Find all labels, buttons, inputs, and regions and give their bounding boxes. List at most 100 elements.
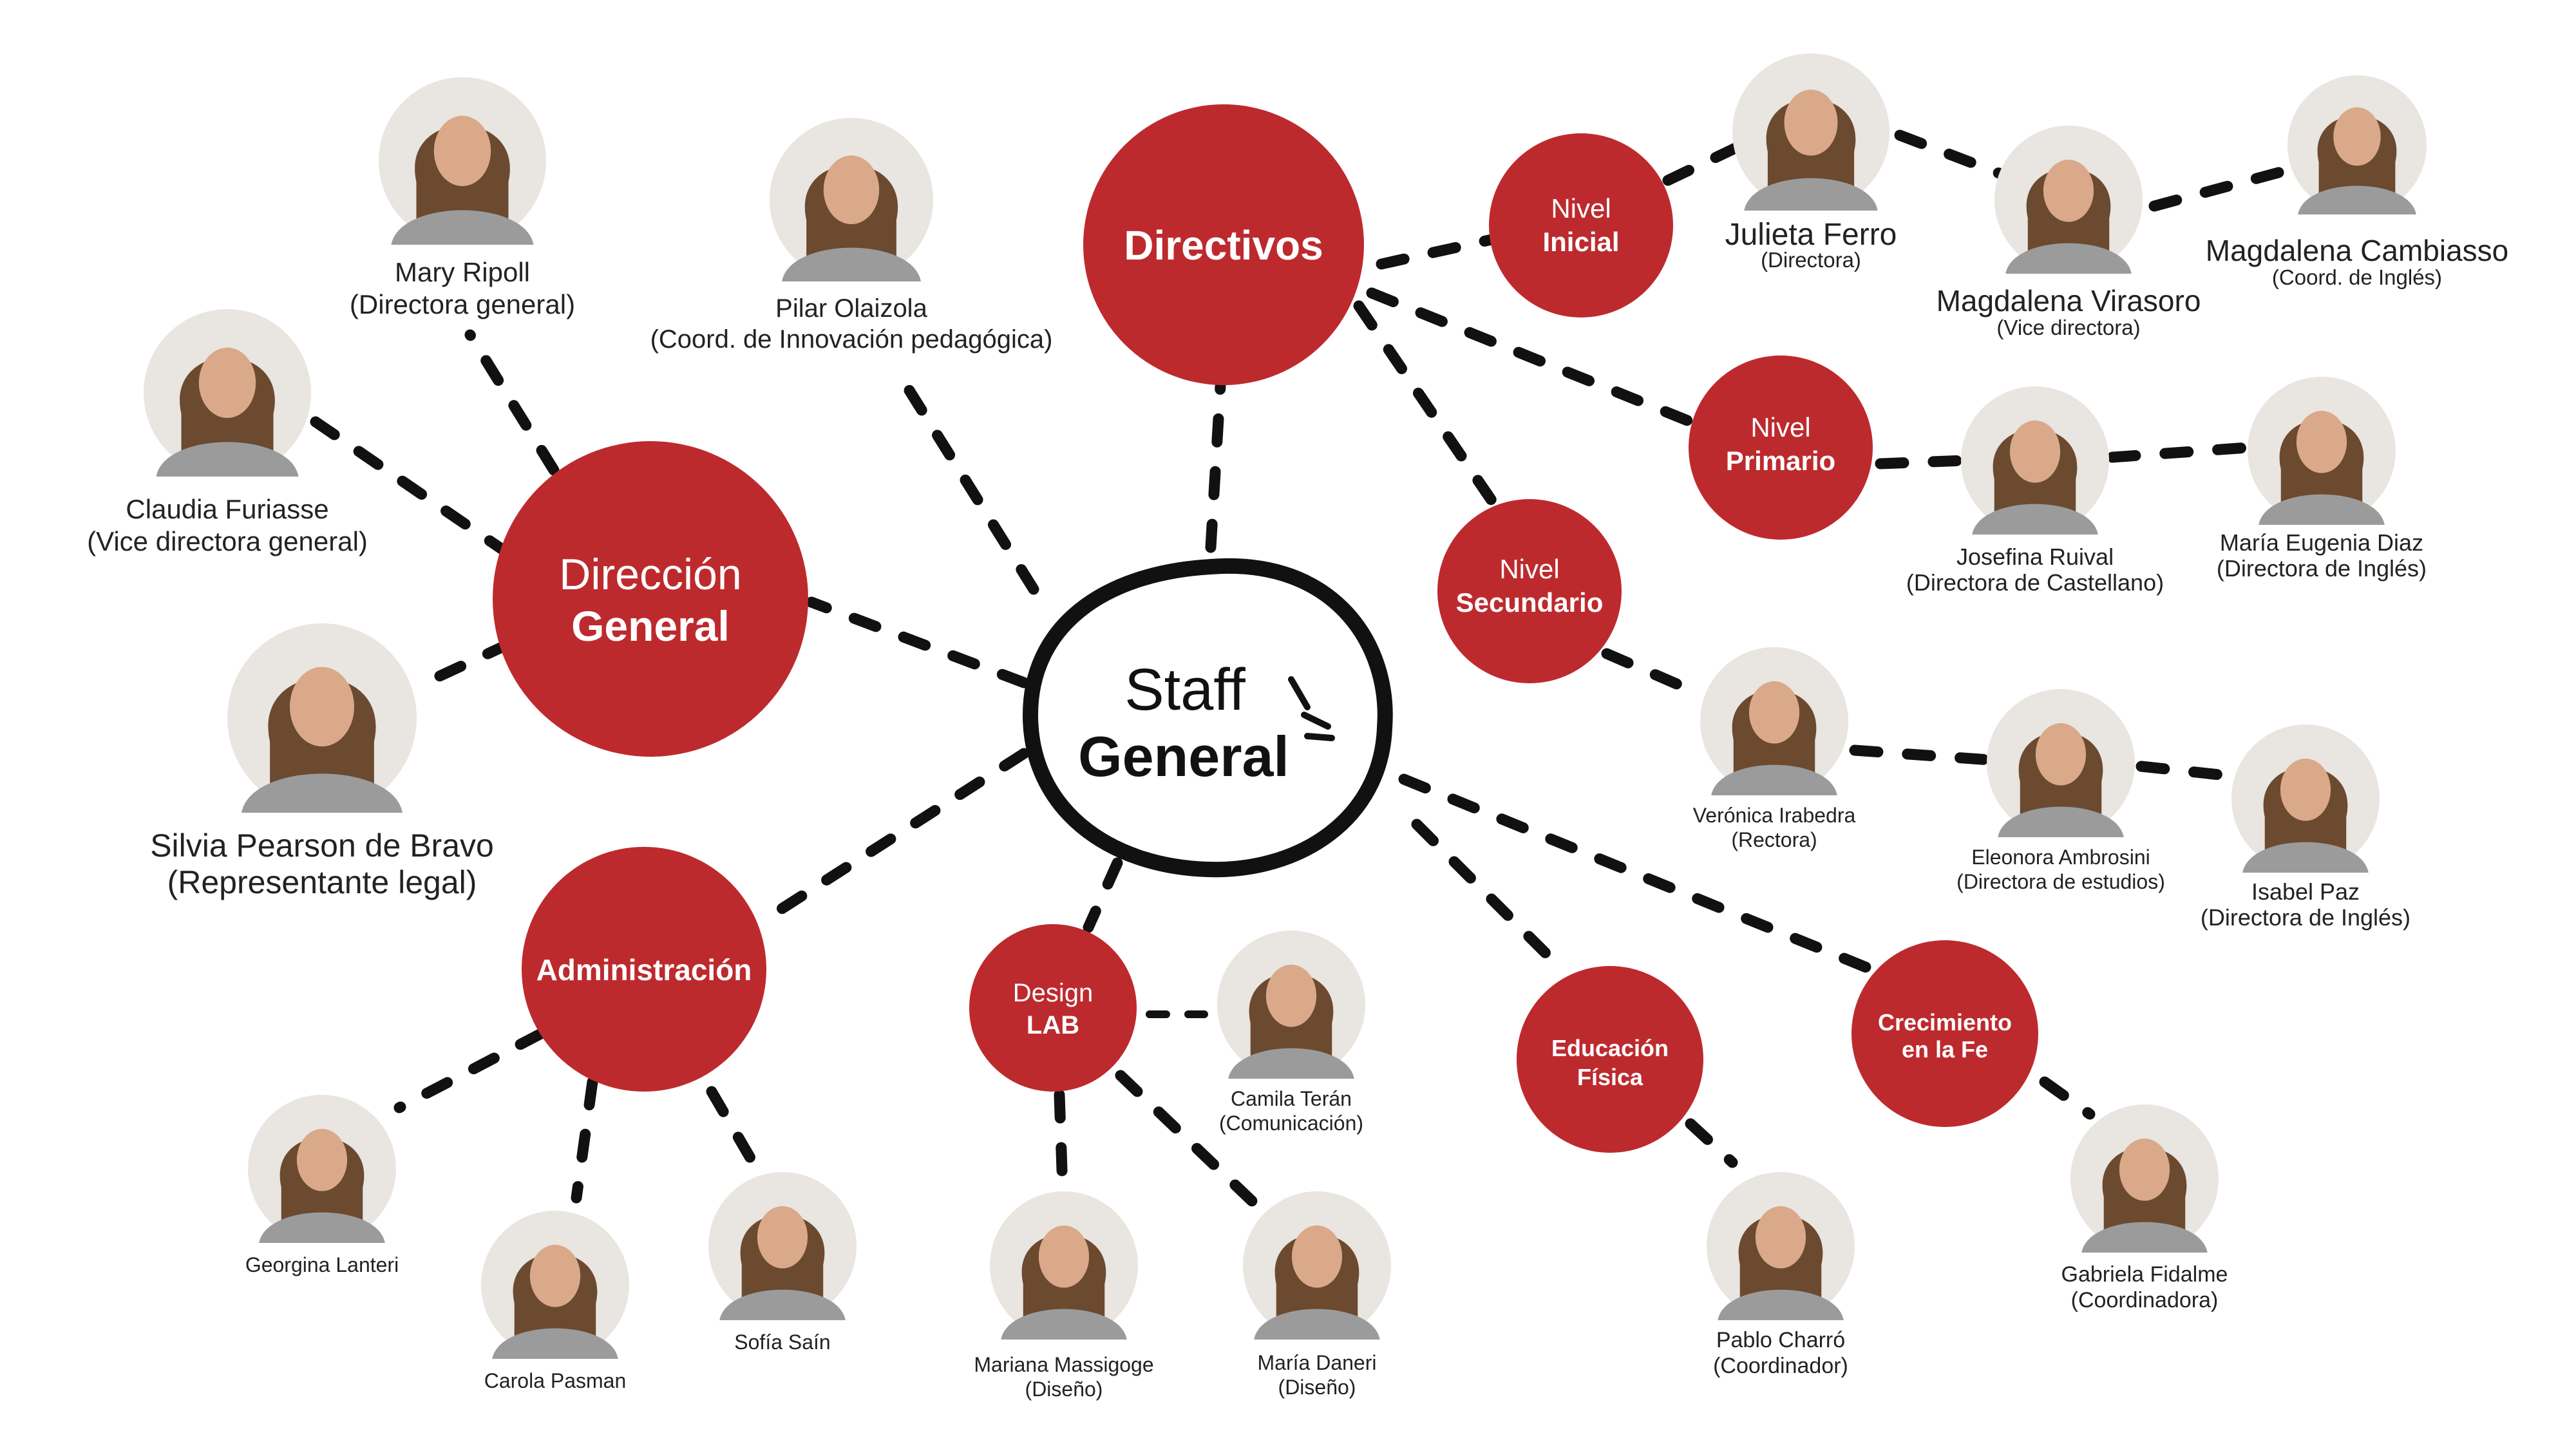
connector [1115, 1070, 1271, 1220]
connector [1685, 1118, 1738, 1168]
person-photo-icon [2248, 377, 2396, 525]
person-name: Pilar Olaizola [775, 294, 927, 323]
group-label-line2: General [571, 602, 730, 650]
person-name: Julieta Ferro [1725, 218, 1897, 252]
person-maria-eugenia-diaz: María Eugenia Diaz (Directora de Inglés) [2217, 377, 2427, 582]
person-role: (Vice directora general) [87, 526, 368, 556]
person-silvia-pearson: Silvia Pearson de Bravo (Representante l… [150, 623, 494, 900]
connector [1376, 232, 1503, 270]
person-photo-icon [1217, 931, 1365, 1079]
connector [1398, 773, 1877, 975]
connector [2107, 442, 2253, 463]
person-magdalena-virasoro: Magdalena Virasoro (Vice directora) [1937, 126, 2201, 339]
group-educacion-fisica: Educación Física [1517, 966, 1703, 1153]
connector [706, 1086, 762, 1175]
connector [413, 638, 515, 692]
connector [899, 377, 1039, 595]
person-photo-icon [144, 309, 311, 477]
person-role: (Directora) [1761, 248, 1861, 272]
person-name: Josefina Ruival [1956, 544, 2114, 570]
connector [1205, 381, 1226, 553]
connector-lines [310, 129, 2298, 1220]
connector [806, 596, 1030, 688]
person-role: (Rectora) [1731, 828, 1817, 851]
person-josefina-ruival: Josefina Ruival (Directora de Castellano… [1906, 386, 2164, 596]
group-administracion: Administración [522, 847, 766, 1092]
connector [1849, 744, 1996, 766]
person-role: (Directora de Inglés) [2201, 904, 2410, 931]
person-role: (Directora de estudios) [1956, 870, 2165, 893]
person-name: María Daneri [1258, 1351, 1377, 1374]
hub-title-line1: Staff [1124, 657, 1245, 723]
group-nivel-secundario: Nivel Secundario [1437, 499, 1622, 683]
group-label-line2: LAB [1027, 1011, 1079, 1039]
person-photo-icon [1961, 386, 2109, 535]
group-label-line1: Directivos [1124, 222, 1323, 269]
person-mariana-massigoge: Mariana Massigoge (Diseño) [974, 1191, 1154, 1401]
person-role: (Directora general) [350, 289, 575, 319]
group-label-line2: Secundario [1456, 587, 1604, 618]
person-name: Claudia Furiasse [126, 494, 328, 524]
person-role: (Diseño) [1278, 1376, 1356, 1399]
group-label-line1: Dirección [559, 550, 741, 599]
person-role: (Comunicación) [1219, 1112, 1363, 1135]
group-label-line1: Design [1013, 979, 1094, 1007]
person-role: (Coord. de Inglés) [2272, 265, 2442, 289]
person-photo-icon [1700, 647, 1848, 795]
person-julieta-ferro: Julieta Ferro (Directora) [1725, 53, 1897, 272]
connector [2148, 163, 2298, 212]
person-name: Gabriela Fidalme [2061, 1262, 2228, 1287]
person-role: (Coord. de Innovación pedagógica) [650, 325, 1053, 354]
connector [393, 1028, 547, 1113]
person-claudia-furiasse: Claudia Furiasse (Vice directora general… [87, 309, 368, 556]
person-photo-icon [708, 1172, 857, 1320]
connector [2039, 1076, 2096, 1120]
group-label-line2: Primario [1726, 446, 1835, 476]
person-photo-icon [990, 1191, 1138, 1340]
group-label-line2: Inicial [1542, 227, 1619, 257]
person-name: Carola Pasman [484, 1369, 627, 1392]
person-pablo-charro: Pablo Charró (Coordinador) [1707, 1172, 1855, 1378]
person-gabriela-fidalme: Gabriela Fidalme (Coordinadora) [2061, 1104, 2228, 1312]
connector [767, 748, 1030, 920]
connector [1366, 287, 1712, 434]
connector [571, 1076, 598, 1204]
connector [1054, 1089, 1068, 1194]
hub-title-line2: General [1078, 724, 1289, 788]
group-directivos: Directivos [1083, 104, 1364, 385]
person-name: Sofía Saín [734, 1331, 830, 1354]
group-label-line2: Física [1577, 1064, 1643, 1090]
person-photo-icon [1987, 689, 2135, 837]
person-isabel-paz: Isabel Paz (Directora de Inglés) [2201, 724, 2410, 931]
sparkle-strokes-icon [1288, 676, 1335, 741]
person-carola-pasman: Carola Pasman [481, 1211, 629, 1392]
person-name: Georgina Lanteri [245, 1253, 399, 1276]
connector [1875, 455, 1970, 469]
person-name: Magdalena Cambiasso [2206, 234, 2509, 267]
person-photo-icon [481, 1211, 629, 1359]
connector [2136, 761, 2237, 782]
group-label-line1: Administración [536, 953, 752, 987]
connector [1411, 819, 1564, 972]
person-photo-icon [2070, 1104, 2219, 1253]
group-label-line1: Educación [1551, 1035, 1669, 1061]
connector [1662, 139, 1748, 186]
person-name: Mariana Massigoge [974, 1353, 1153, 1376]
connector [1083, 857, 1123, 933]
group-nivel-primario: Nivel Primario [1689, 355, 1873, 540]
person-name: Camila Terán [1231, 1087, 1352, 1110]
person-name: Eleonora Ambrosini [1971, 846, 2150, 869]
person-camila-teran: Camila Terán (Comunicación) [1217, 931, 1365, 1135]
person-role: (Coordinador) [1713, 1354, 1848, 1378]
connector [464, 329, 560, 476]
person-eleonora-ambrosini: Eleonora Ambrosini (Directora de estudio… [1956, 689, 2165, 893]
person-role: (Directora de Inglés) [2217, 555, 2427, 582]
person-photo-icon [379, 77, 546, 245]
person-pilar-olaizola: Pilar Olaizola (Coord. de Innovación ped… [650, 118, 1053, 354]
group-nivel-inicial: Nivel Inicial [1489, 133, 1673, 317]
person-role: (Diseño) [1025, 1378, 1103, 1401]
person-photo-icon [1732, 53, 1889, 211]
group-direccion-general: Dirección General [493, 441, 808, 757]
person-photo-icon [770, 118, 933, 281]
person-georgina-lanteri: Georgina Lanteri [245, 1095, 399, 1276]
